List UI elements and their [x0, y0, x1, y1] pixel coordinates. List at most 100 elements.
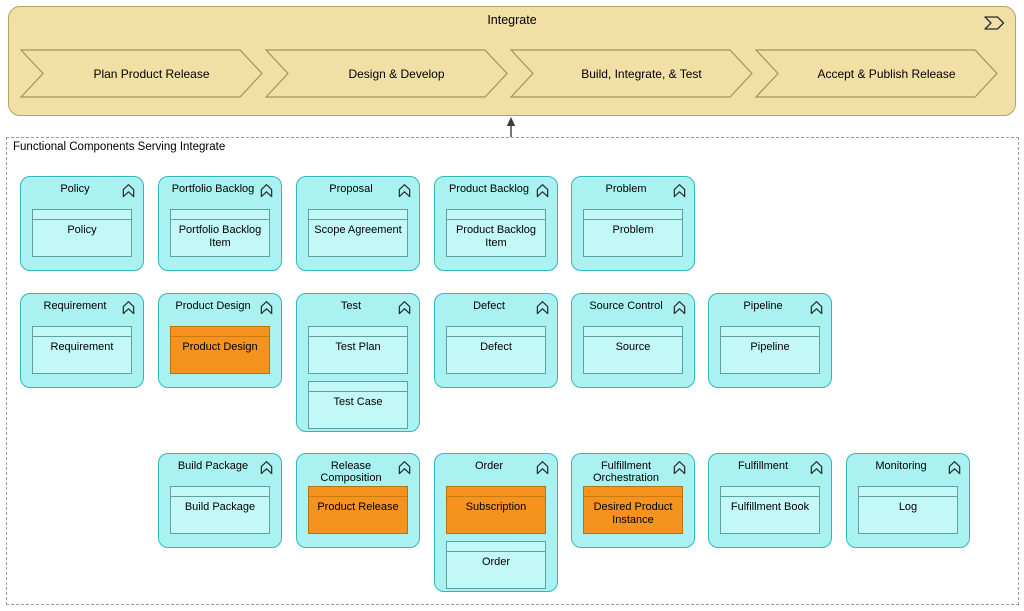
component-product-backlog[interactable]: Product Backlog Product Backlog Item [434, 176, 558, 271]
data-object-label: Source [615, 341, 651, 353]
chevron-shape [20, 49, 263, 98]
function-icon [260, 461, 273, 475]
data-object[interactable]: Policy [32, 209, 132, 257]
function-icon [810, 301, 823, 315]
objects-area: Pipeline [720, 326, 820, 374]
data-object[interactable]: Product Design [170, 326, 270, 374]
data-object-label: Product Release [317, 501, 399, 513]
component-problem[interactable]: Problem Problem [571, 176, 695, 271]
component-title: Requirement [43, 300, 107, 312]
phase-label: Plan Product Release [93, 66, 210, 81]
component-title: Product Backlog [448, 183, 530, 195]
objects-area: Product Release [308, 486, 408, 534]
data-object-label: Log [898, 501, 918, 513]
component-title: Product Design [175, 300, 251, 312]
objects-area: Scope Agreement [308, 209, 408, 257]
objects-area: Product Backlog Item [446, 209, 546, 257]
objects-area: Fulfillment Book [720, 486, 820, 534]
data-object[interactable]: Portfolio Backlog Item [170, 209, 270, 257]
objects-area: Test Plan Test Case [308, 326, 408, 429]
data-object[interactable]: Build Package [170, 486, 270, 534]
data-object-band [447, 327, 545, 337]
data-object[interactable]: Defect [446, 326, 546, 374]
data-object-band [171, 487, 269, 497]
data-object[interactable]: Source [583, 326, 683, 374]
phase-label: Accept & Publish Release [817, 66, 956, 81]
data-object-band [171, 327, 269, 337]
component-defect[interactable]: Defect Defect [434, 293, 558, 388]
data-object[interactable]: Subscription [446, 486, 546, 534]
component-order[interactable]: Order Subscription Order [434, 453, 558, 592]
data-object[interactable]: Requirement [32, 326, 132, 374]
function-icon [948, 461, 961, 475]
data-object[interactable]: Pipeline [720, 326, 820, 374]
data-object-band [447, 487, 545, 497]
component-release-composition[interactable]: Release Composition Product Release [296, 453, 420, 548]
data-object-label: Problem [612, 224, 654, 236]
data-object-band [33, 327, 131, 337]
serving-arrow [506, 117, 516, 137]
function-icon [122, 301, 135, 315]
function-icon [122, 184, 135, 198]
component-build-package[interactable]: Build Package Build Package [158, 453, 282, 548]
data-object[interactable]: Log [858, 486, 958, 534]
function-icon [536, 301, 549, 315]
chevron-shape [510, 49, 753, 98]
data-object-label: Portfolio Backlog Item [178, 224, 262, 249]
phase-build-integrate-test[interactable]: Build, Integrate, & Test [510, 49, 753, 98]
phase-design-develop[interactable]: Design & Develop [265, 49, 508, 98]
component-proposal[interactable]: Proposal Scope Agreement [296, 176, 420, 271]
component-policy[interactable]: Policy Policy [20, 176, 144, 271]
component-title: Source Control [589, 300, 663, 312]
objects-area: Subscription Order [446, 486, 546, 589]
data-object[interactable]: Order [446, 541, 546, 589]
data-object-label: Test Plan [335, 341, 381, 353]
objects-area: Build Package [170, 486, 270, 534]
data-object-band [721, 487, 819, 497]
function-icon [398, 184, 411, 198]
process-title: Integrate [487, 13, 537, 27]
data-object-band [447, 542, 545, 552]
component-monitoring[interactable]: Monitoring Log [846, 453, 970, 548]
phase-label: Design & Develop [348, 66, 445, 81]
component-product-design[interactable]: Product Design Product Design [158, 293, 282, 388]
function-icon [673, 461, 686, 475]
function-icon [398, 461, 411, 475]
data-object[interactable]: Test Case [308, 381, 408, 429]
data-object[interactable]: Fulfillment Book [720, 486, 820, 534]
function-icon [536, 461, 549, 475]
component-source-control[interactable]: Source Control Source [571, 293, 695, 388]
component-pipeline[interactable]: Pipeline Pipeline [708, 293, 832, 388]
process-bar[interactable]: Integrate Plan Product Release Design & … [8, 6, 1016, 116]
functional-components-group[interactable]: Functional Components Serving Integrate [6, 137, 1019, 605]
data-object-label: Desired Product Instance [593, 501, 673, 526]
data-object[interactable]: Problem [583, 209, 683, 257]
component-title: Policy [60, 183, 90, 195]
data-object[interactable]: Test Plan [308, 326, 408, 374]
phase-accept-publish-release[interactable]: Accept & Publish Release [755, 49, 998, 98]
data-object-label: Requirement [50, 341, 114, 353]
component-requirement[interactable]: Requirement Requirement [20, 293, 144, 388]
data-object-label: Build Package [184, 501, 256, 513]
phase-label: Build, Integrate, & Test [581, 66, 702, 81]
data-object[interactable]: Scope Agreement [308, 209, 408, 257]
function-icon [536, 184, 549, 198]
data-object[interactable]: Product Release [308, 486, 408, 534]
component-fulfillment-orchestration[interactable]: Fulfillment Orchestration Desired Produc… [571, 453, 695, 548]
component-title: Test [340, 300, 362, 312]
data-object-band [309, 487, 407, 497]
component-test[interactable]: Test Test Plan Test Case [296, 293, 420, 432]
data-object-band [33, 210, 131, 220]
component-fulfillment[interactable]: Fulfillment Fulfillment Book [708, 453, 832, 548]
data-object-label: Test Case [333, 396, 383, 408]
data-object-band [309, 210, 407, 220]
component-portfolio-backlog[interactable]: Portfolio Backlog Portfolio Backlog Item [158, 176, 282, 271]
component-title: Defect [473, 300, 505, 312]
value-stream-icon [984, 16, 1005, 30]
data-object[interactable]: Product Backlog Item [446, 209, 546, 257]
data-object[interactable]: Desired Product Instance [583, 486, 683, 534]
phase-plan-product-release[interactable]: Plan Product Release [20, 49, 263, 98]
group-label: Functional Components Serving Integrate [13, 141, 226, 153]
data-object-band [171, 210, 269, 220]
